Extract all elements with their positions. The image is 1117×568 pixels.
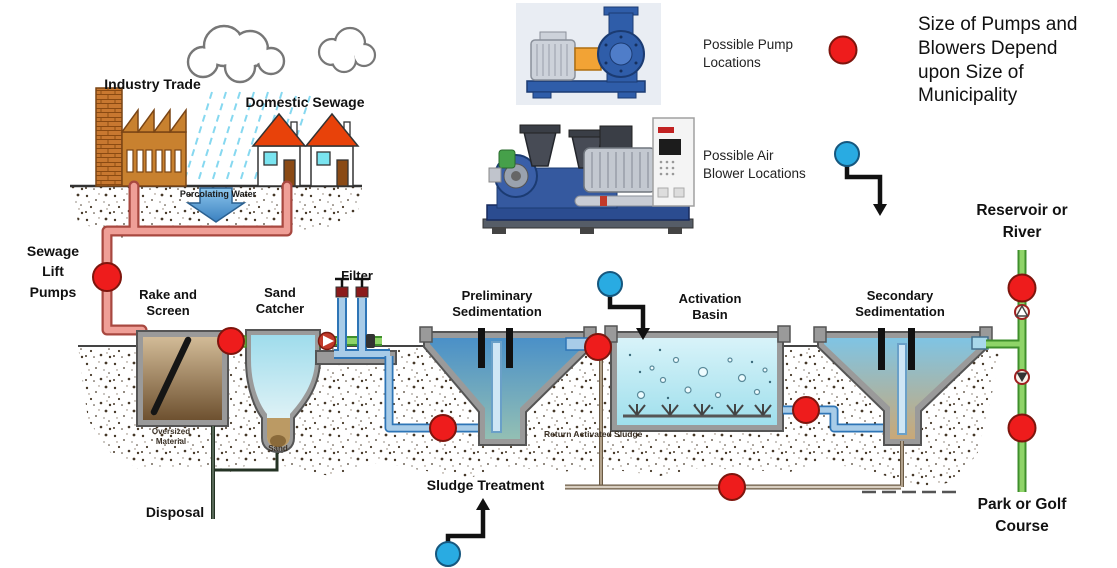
percolating-water-label: Percolating Water bbox=[179, 189, 257, 199]
legend-blower-marker bbox=[834, 141, 860, 167]
legend-pump-marker bbox=[828, 35, 858, 65]
rake-screen-tank bbox=[136, 330, 229, 427]
pump-location-marker bbox=[92, 262, 122, 292]
secondary-sedimentation-tank bbox=[813, 326, 993, 446]
sewage-lift-pumps-label: Sewage Lift Pumps bbox=[26, 243, 80, 300]
baffle bbox=[908, 328, 915, 370]
disposal-pipe bbox=[211, 426, 279, 519]
filter-unit bbox=[315, 277, 397, 365]
inline-valve bbox=[366, 334, 375, 348]
possible-pump-locations-label: Possible Pump Locations bbox=[703, 37, 794, 70]
rake-bar bbox=[150, 336, 192, 416]
preliminary-sedimentation-tank bbox=[419, 326, 597, 446]
baffle bbox=[878, 328, 885, 370]
pump-location-marker bbox=[429, 414, 457, 442]
houses bbox=[251, 112, 360, 187]
pump-location-marker bbox=[217, 327, 245, 355]
prelim-feed-pipe bbox=[384, 356, 494, 433]
air-blower-arrow bbox=[607, 294, 650, 340]
domestic-sewage-label: Domestic Sewage bbox=[245, 94, 365, 110]
percolating-arrow bbox=[185, 187, 247, 223]
filter-valves bbox=[335, 277, 369, 298]
rake-screen-label: Rake and Screen bbox=[139, 287, 197, 319]
check-valve-icon bbox=[1014, 304, 1030, 320]
secondary-sedimentation-label: Secondary Sedimentation bbox=[855, 288, 945, 320]
cloud-large bbox=[186, 24, 286, 84]
preliminary-sedimentation-label: Preliminary Sedimentation bbox=[452, 288, 542, 320]
cloud-small bbox=[317, 26, 377, 74]
check-valve-icon bbox=[1014, 369, 1030, 385]
center-feed-pipe bbox=[491, 341, 502, 433]
baffle bbox=[478, 328, 485, 368]
sludge-treatment-arrow bbox=[445, 498, 490, 546]
blower-label-line2: Blower Locations bbox=[703, 165, 806, 181]
legend-blower-arrow bbox=[844, 164, 887, 216]
blower-photo bbox=[482, 117, 695, 234]
sand-label: Sand bbox=[268, 444, 288, 453]
pump-location-marker bbox=[584, 333, 612, 361]
reservoir-or-river-label: Reservoir or River bbox=[976, 202, 1068, 241]
air-blower-marker bbox=[597, 271, 623, 297]
center-feed-pipe bbox=[897, 343, 907, 435]
inline-pump-icon bbox=[317, 331, 337, 351]
sludge-treatment-label: Sludge Treatment bbox=[426, 477, 545, 493]
activation-basin-label: Activation Basin bbox=[678, 291, 742, 323]
blower-label-line1: Possible Air bbox=[703, 148, 774, 163]
disposal-label: Disposal bbox=[145, 504, 205, 520]
pump-location-marker bbox=[1007, 273, 1037, 303]
possible-air-blower-locations-label: Possible Air Blower Locations bbox=[703, 147, 843, 182]
factory bbox=[95, 87, 187, 187]
baffle bbox=[506, 328, 513, 368]
park-or-golf-course-label: Park or Golf Course bbox=[977, 496, 1067, 535]
pump-location-marker bbox=[1007, 413, 1037, 443]
pump-location-marker bbox=[792, 396, 820, 424]
house bbox=[251, 112, 307, 187]
bubble-dots bbox=[628, 348, 772, 410]
oversized-material-label: Oversized Material bbox=[151, 427, 191, 446]
bubbles bbox=[636, 356, 768, 400]
aeration-diffusers bbox=[623, 404, 772, 418]
air-blower-marker bbox=[435, 541, 461, 567]
sand-catcher-label: Sand Catcher bbox=[255, 285, 305, 317]
filter-label: Filter bbox=[341, 268, 373, 283]
pump-location-marker bbox=[718, 473, 746, 501]
house bbox=[304, 112, 360, 187]
activation-basin-tank bbox=[604, 325, 791, 432]
industry-trade-label: Industry Trade bbox=[104, 76, 201, 92]
pump-photo bbox=[516, 3, 661, 105]
return-activated-sludge-label: Return Activated Sludge bbox=[544, 429, 643, 439]
size-note-label: Size of Pumps and Blowers Depend upon Si… bbox=[918, 14, 1078, 107]
